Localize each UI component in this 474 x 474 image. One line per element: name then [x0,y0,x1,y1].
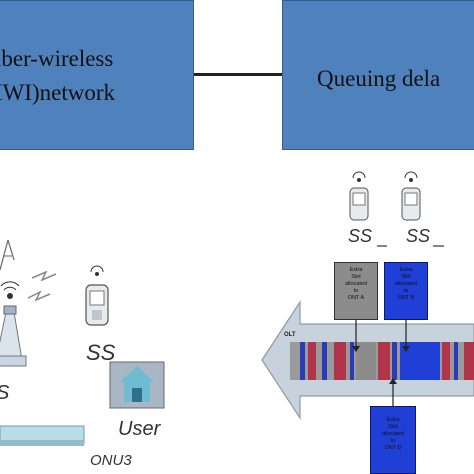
ss-label: SS [86,340,116,365]
fiwi-network-label-line2: IWI)network [0,80,116,105]
fiwi-network-box: iber-wireless IWI)network [0,0,194,150]
wireless-link-icon [27,270,57,302]
user-house-icon [109,361,165,409]
antenna-icon [0,239,15,271]
onu-device-icon [0,425,85,446]
olt-label: OLT [284,332,296,338]
time-slot-band [290,342,474,380]
base-station-tower-icon [0,281,27,367]
ss1-label: SS [348,226,373,246]
onu3-label: ONU3 [90,452,132,469]
fiwi-network-diagram [0,239,165,446]
extra-slot-ont-a-box: Extra Slot allocated to ONT A [334,262,378,320]
queuing-delay-label: Queuing dela [317,66,441,91]
extra-slot-ont-b-box: Extra Slot allocated to ONT B [384,262,428,320]
ss2-label: SS [406,226,431,246]
olt-timeline-diagram [261,171,474,421]
extra-slot-ont-d-box: Extra Slot allocated to ONT D [370,406,416,474]
ss1-phone-icon [349,171,369,221]
user-label: User [118,418,161,440]
ss2-phone-icon [401,171,421,221]
queuing-delay-box: Queuing dela [282,0,474,150]
station-s-label: S [0,382,9,405]
box-connector-line [194,73,282,76]
fiwi-network-label-line1: iber-wireless [0,46,114,71]
subscriber-station-phone-icon [85,265,109,326]
